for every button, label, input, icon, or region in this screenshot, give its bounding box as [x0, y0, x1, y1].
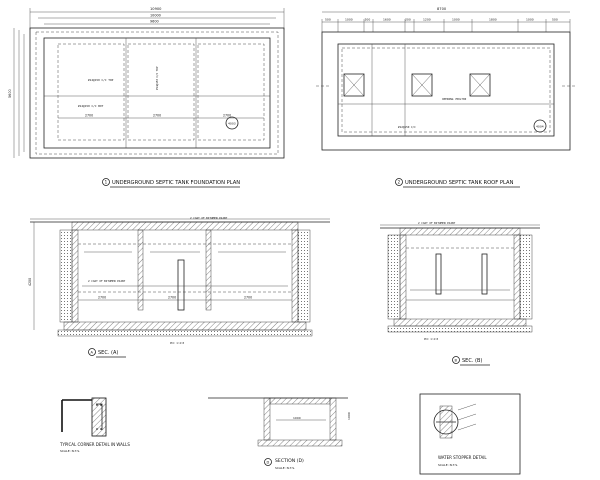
rp-title: UNDERGROUND SEPTIC TANK ROOF PLAN [405, 180, 514, 186]
sa-lean: PCC 1:4:8 [170, 341, 184, 345]
sa-bay2: 2700 [168, 296, 176, 300]
rp-seg5: 200 [405, 18, 411, 22]
rp-seg9: 1000 [526, 18, 534, 22]
corner-detail: TYPICAL CORNER DETAIL IN WALLS SCALE: N.… [59, 397, 130, 453]
sb-coat-top: 2 COAT OF BITUMEN PAINT [418, 221, 456, 225]
section-b: 2 COAT OF BITUMEN PAINT PCC 1:4:8 B SEC.… [380, 221, 540, 366]
fp-rebar-top: #14@150 C/C TOP [88, 78, 114, 82]
rp-seg1: 500 [325, 18, 331, 22]
foundation-plan: 10900 10000 9600 5600 #14@150 C/C TOP #1… [8, 7, 285, 188]
rp-seg3: 200 [365, 18, 371, 22]
rp-dim-overall: 8700 [437, 7, 447, 11]
rp-seg4: 1600 [383, 18, 391, 22]
fp-dim-overall: 10900 [150, 7, 162, 11]
ws-scale: SCALE: N.T.S. [438, 463, 458, 467]
rp-seg-dims: 500 1000 200 1600 200 1200 1000 1800 100… [321, 18, 571, 32]
water-stopper: WATER STOPPER DETAIL SCALE: N.T.S. [419, 393, 521, 475]
fp-bay3: 2700 [223, 114, 231, 118]
sd-title: SECTION (D) [275, 458, 304, 464]
sb-lean: PCC 1:4:8 [424, 337, 438, 341]
rp-seg6: 1200 [423, 18, 431, 22]
fp-rebar-bot: #14@150 C/C BOT [78, 104, 104, 108]
section-d: 1000 1000 D SECTION (D) SCALE: N.T.S. [208, 397, 351, 470]
rp-title-number: 2 [398, 180, 401, 185]
rp-seg7: 1000 [452, 18, 460, 22]
corner-scale: SCALE: N.T.S. [60, 449, 80, 453]
fp-title-number: 1 [105, 180, 108, 185]
corner-title: TYPICAL CORNER DETAIL IN WALLS [59, 442, 130, 447]
fp-bay1: 2700 [85, 114, 93, 118]
fp-dim-inner: 9600 [150, 20, 159, 24]
sa-title: SEC. (A) [98, 350, 118, 356]
sd-width: 1000 [293, 416, 301, 420]
sa-coat-inner: 2 COAT OF BITUMEN PAINT [88, 279, 126, 283]
rp-seg10: 500 [552, 18, 558, 22]
rp-opening-3 [469, 73, 491, 97]
rp-rebar: #12@150 C/C [398, 125, 416, 129]
sd-scale: SCALE: N.T.S. [275, 466, 295, 470]
sa-bay3: 2700 [244, 296, 252, 300]
fp-bay2: 2700 [153, 114, 161, 118]
fp-title: UNDERGROUND SEPTIC TANK FOUNDATION PLAN [112, 180, 240, 186]
rp-opening-1 [343, 73, 365, 97]
section-a: 2700 2700 2700 4200 2 COAT OF BITUMEN PA… [28, 216, 330, 358]
sd-depth: 1000 [347, 412, 351, 420]
rp-opening-label: OPENING 700x700 [442, 97, 467, 101]
ws-title: WATER STOPPER DETAIL [438, 455, 487, 460]
rp-seg8: 1800 [489, 18, 497, 22]
rp-callout: 4004 [536, 125, 544, 129]
roof-plan: 8700 500 1000 200 1600 200 1200 1000 180… [316, 7, 576, 188]
fp-dim-height: 5600 [8, 89, 12, 98]
fp-rebar-vert: #14@150 C/C TOP [155, 66, 159, 90]
rp-seg2: 1000 [345, 18, 353, 22]
sa-title-number: A [91, 351, 94, 355]
sb-title-number: B [455, 359, 458, 363]
sa-coat-top: 2 COAT OF BITUMEN PAINT [190, 216, 228, 220]
sd-title-number: D [267, 461, 270, 465]
sb-title: SEC. (B) [462, 358, 482, 364]
sa-bay1: 2700 [98, 296, 106, 300]
rp-opening-2 [411, 73, 433, 97]
sa-height: 4200 [28, 278, 32, 286]
fp-callout: 4003 [228, 122, 236, 126]
fp-dim-mid: 10000 [150, 14, 161, 18]
